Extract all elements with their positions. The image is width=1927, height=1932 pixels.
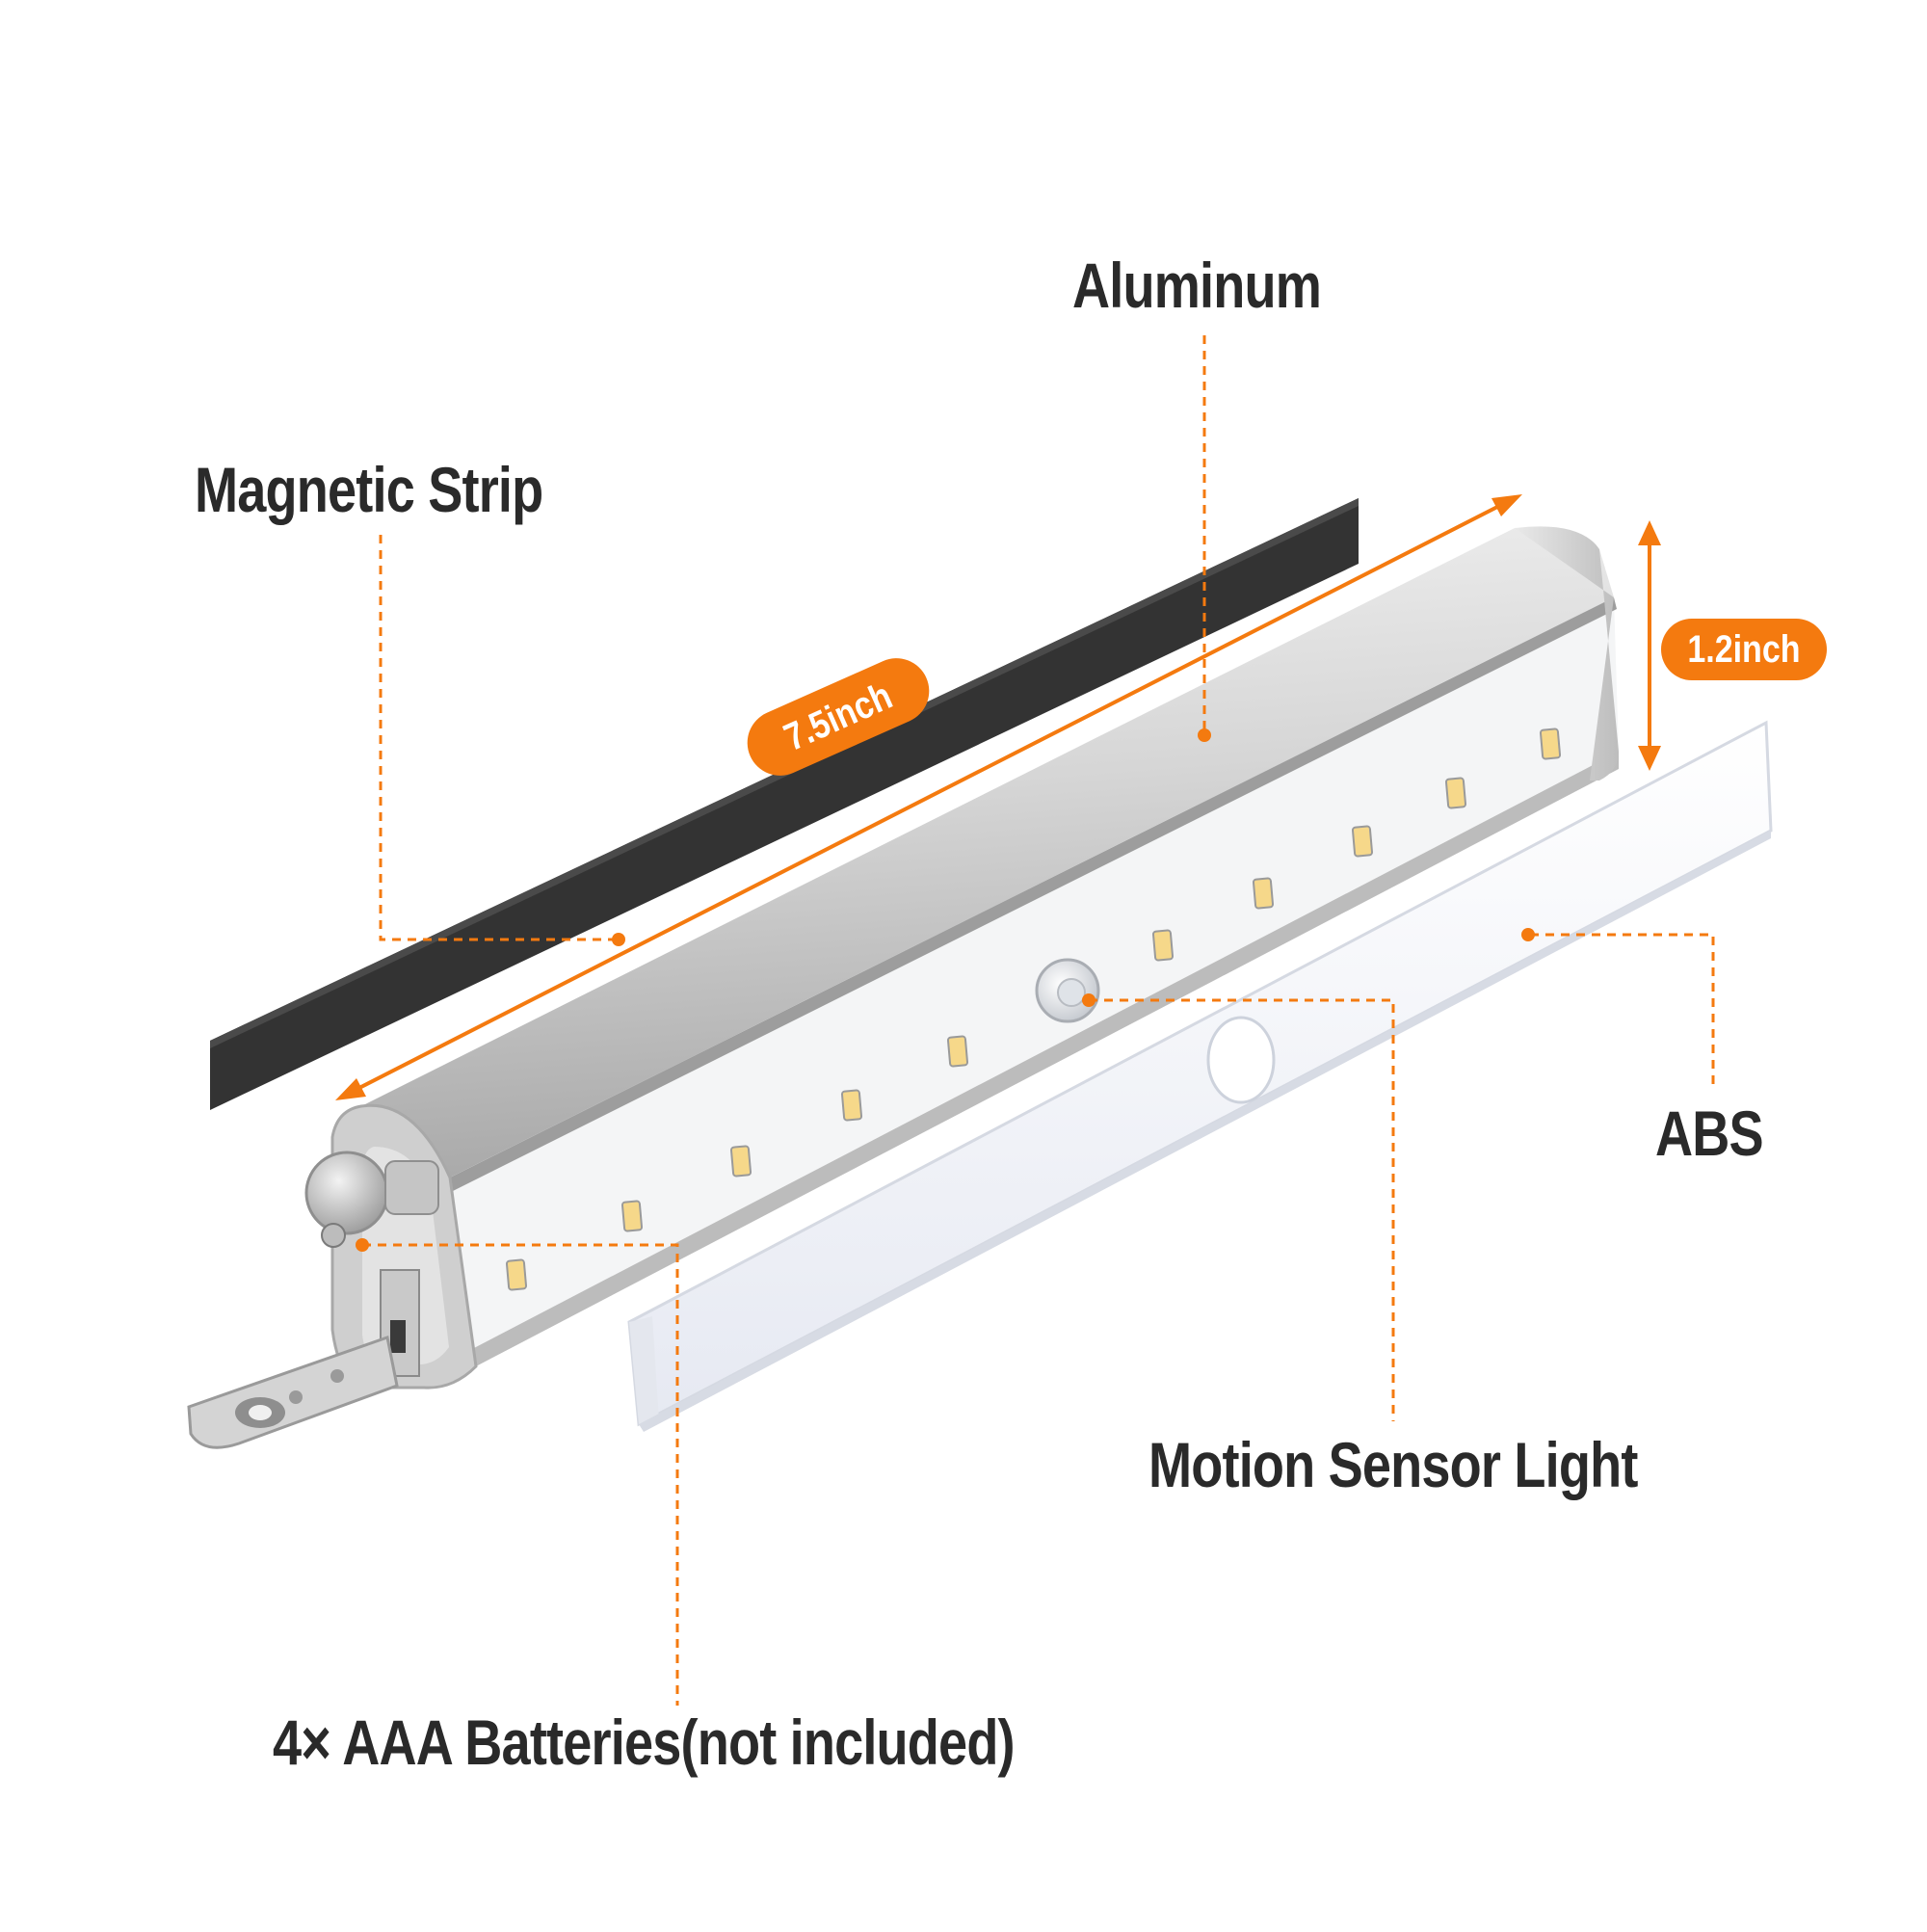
- leader-magnetic-strip: [379, 535, 617, 941]
- battery-switch: [187, 1151, 439, 1449]
- length-arrow: [335, 494, 1522, 1100]
- label-aluminum: Aluminum: [1072, 250, 1322, 321]
- led: [620, 1200, 644, 1232]
- magnetic-strip: [210, 498, 1359, 1110]
- label-magnetic-strip: Magnetic Strip: [195, 454, 543, 525]
- led: [1539, 728, 1562, 760]
- led: [505, 1258, 528, 1291]
- height-arrow: [1638, 520, 1661, 771]
- height-badge: 1.2inch: [1661, 619, 1827, 680]
- led: [1151, 929, 1175, 962]
- label-abs: ABS: [1655, 1098, 1764, 1169]
- label-batteries: 4× AAA Batteries(not included): [273, 1707, 1016, 1778]
- abs-sensor-hole: [1206, 1016, 1276, 1104]
- motion-sensor: [1035, 958, 1100, 1023]
- label-motion-sensor-light: Motion Sensor Light: [1148, 1429, 1638, 1500]
- led: [1351, 825, 1374, 858]
- led: [840, 1089, 863, 1122]
- led-row: [505, 728, 1562, 1291]
- led: [946, 1035, 969, 1068]
- height-value: 1.2inch: [1687, 627, 1801, 671]
- leader-batteries: [362, 1243, 679, 1706]
- abs-cover: [627, 720, 1773, 1432]
- led: [1444, 777, 1467, 809]
- led: [1252, 877, 1275, 910]
- leader-abs: [1530, 933, 1715, 1084]
- led: [729, 1145, 752, 1178]
